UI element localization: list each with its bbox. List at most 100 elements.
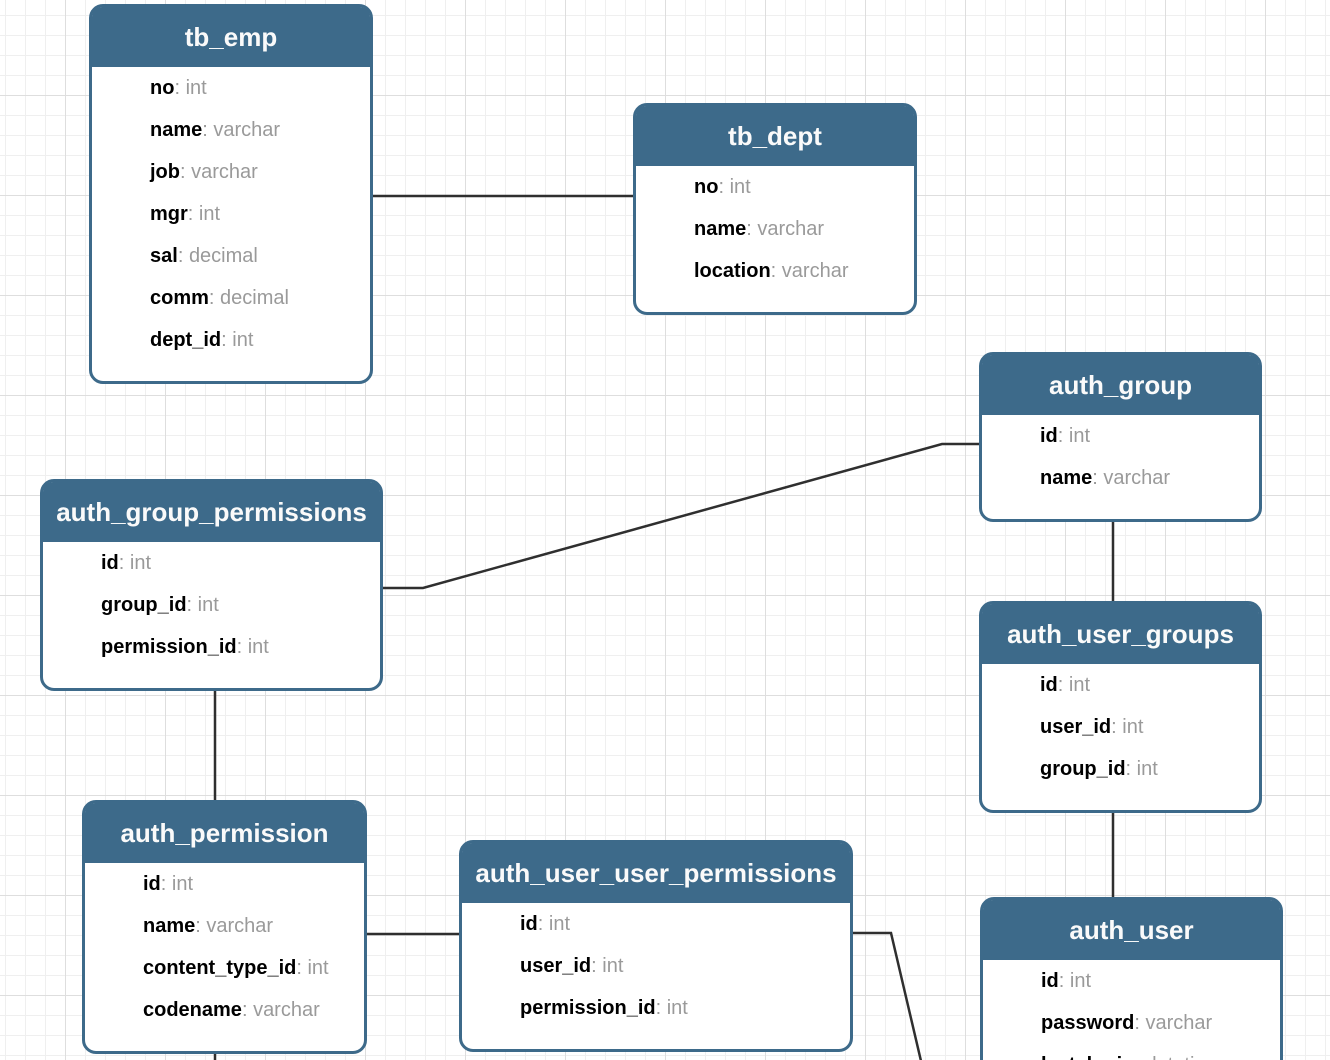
field-separator: : xyxy=(1092,466,1104,489)
field-type: int xyxy=(1136,757,1158,780)
field-separator: : xyxy=(770,259,782,282)
field-row: id: int xyxy=(85,863,364,905)
field-name: sal xyxy=(150,244,178,267)
field-name: name xyxy=(150,118,203,141)
field-type: int xyxy=(548,912,571,935)
field-name: id xyxy=(1040,673,1058,696)
edge-auth_group_permissions--auth_group[interactable] xyxy=(383,442,979,590)
field-type: int xyxy=(729,175,751,198)
field-separator: : xyxy=(746,217,758,240)
field-separator: : xyxy=(1057,424,1069,447)
field-separator: : xyxy=(118,551,130,574)
field-row: permission_id: int xyxy=(43,626,380,668)
field-row: password: varchar xyxy=(983,1002,1280,1044)
table-title: auth_group_permissions xyxy=(43,482,380,542)
table-title: auth_user_groups xyxy=(982,604,1259,664)
field-name: mgr xyxy=(150,202,188,225)
field-type: varchar xyxy=(757,217,825,240)
field-row: comm: decimal xyxy=(92,277,370,319)
table-title: auth_user xyxy=(983,900,1280,960)
field-type: varchar xyxy=(1103,466,1171,489)
field-separator: : xyxy=(718,175,730,198)
field-name: name xyxy=(143,914,196,937)
field-separator: : xyxy=(655,996,667,1019)
field-name: location xyxy=(694,259,771,282)
field-type: int xyxy=(1069,969,1092,992)
field-separator: : xyxy=(236,635,248,658)
field-type: int xyxy=(185,76,207,99)
field-separator: : xyxy=(1125,757,1137,780)
field-type: varchar xyxy=(213,118,281,141)
field-row: id: int xyxy=(43,542,380,584)
field-name: content_type_id xyxy=(143,956,297,979)
field-type: varchar xyxy=(191,160,258,183)
edge-auth_user_user_permissions--offscreen-bottom[interactable] xyxy=(853,931,923,1060)
field-row: id: int xyxy=(983,960,1280,1002)
table-title: auth_permission xyxy=(85,803,364,863)
field-row: permission_id: int xyxy=(462,987,850,1029)
field-row: job: varchar xyxy=(92,151,370,193)
field-type: varchar xyxy=(781,259,849,282)
field-separator: : xyxy=(1111,715,1123,738)
field-row: dept_id: int xyxy=(92,319,370,361)
field-row: user_id: int xyxy=(462,945,850,987)
field-name: permission_id xyxy=(520,996,656,1019)
field-row: no: int xyxy=(92,67,370,109)
field-type: int xyxy=(666,996,688,1019)
field-row: name: varchar xyxy=(982,457,1259,499)
field-name: id xyxy=(1041,969,1059,992)
table-fields: id: int group_id: int permission_id: int xyxy=(43,542,380,688)
field-row: id: int xyxy=(982,415,1259,457)
field-row: no: int xyxy=(636,166,914,208)
field-row: name: varchar xyxy=(85,905,364,947)
field-separator: : xyxy=(208,286,221,309)
field-type: int xyxy=(602,954,624,977)
field-name: job xyxy=(150,160,180,183)
field-name: user_id xyxy=(520,954,592,977)
field-type: int xyxy=(198,202,221,225)
field-row: location: varchar xyxy=(636,250,914,292)
field-name: id xyxy=(101,551,119,574)
field-separator: : xyxy=(174,76,186,99)
field-separator: : xyxy=(1134,1011,1146,1034)
field-type: int xyxy=(1068,673,1091,696)
field-name: group_id xyxy=(101,593,187,616)
field-row: group_id: int xyxy=(982,748,1259,790)
table-title: tb_emp xyxy=(92,7,370,67)
field-row: mgr: int xyxy=(92,193,370,235)
field-row: id: int xyxy=(462,903,850,945)
field-row: content_type_id: int xyxy=(85,947,364,989)
field-type: int xyxy=(197,593,219,616)
field-type: varchar xyxy=(1145,1011,1213,1034)
field-type: decimal xyxy=(220,286,289,309)
field-separator: : xyxy=(591,954,603,977)
field-separator: : xyxy=(202,118,214,141)
field-type: varchar xyxy=(206,914,274,937)
field-separator: : xyxy=(1134,1054,1145,1060)
field-row: user_id: int xyxy=(982,706,1259,748)
field-separator: : xyxy=(221,328,233,351)
field-name: id xyxy=(520,912,538,935)
field-name: user_id xyxy=(1040,715,1112,738)
field-name: name xyxy=(694,217,747,240)
table-title: auth_user_user_permissions xyxy=(462,843,850,903)
field-separator: : xyxy=(1058,969,1070,992)
field-name: id xyxy=(1040,424,1058,447)
field-separator: : xyxy=(1057,673,1069,696)
